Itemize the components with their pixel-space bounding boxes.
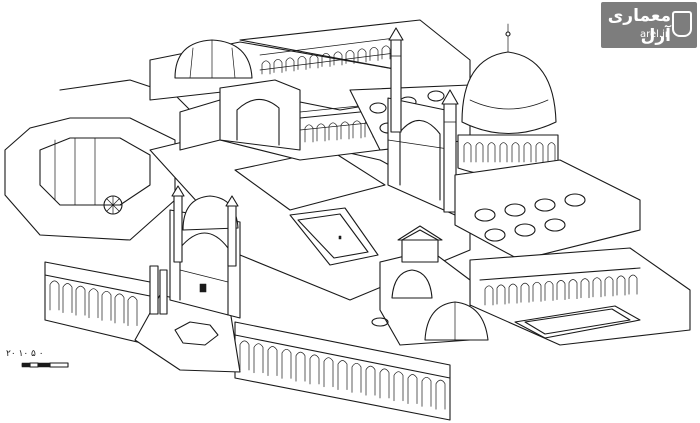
arcade-arch	[101, 290, 112, 321]
arcade-arch	[273, 58, 283, 73]
arcade-arch	[333, 51, 343, 66]
arcade-arch	[340, 121, 350, 140]
arcade-arch	[323, 357, 334, 388]
arcade-arch	[357, 48, 367, 63]
arcade-arch	[337, 360, 348, 390]
arcade-arch	[496, 284, 506, 305]
drum-window	[463, 142, 472, 163]
roof-oculus	[369, 102, 387, 114]
south-arcade-left	[44, 261, 151, 346]
arcade-arch	[309, 354, 320, 385]
west-wing	[4, 79, 201, 241]
roof-oculus	[534, 198, 556, 212]
arcade-arch	[520, 282, 530, 303]
arcade-arch	[62, 283, 73, 313]
roof-oculus	[514, 223, 536, 237]
logo-mark-icon	[672, 11, 692, 37]
arcade-arch	[309, 54, 319, 69]
arcade-arch	[239, 340, 250, 371]
watermark-url: arel.ir	[639, 29, 669, 40]
arcade-arch	[568, 279, 578, 300]
drum-window	[523, 142, 532, 163]
arcade-arch	[352, 120, 362, 139]
arcade-arch	[544, 280, 554, 301]
drum-window	[547, 142, 556, 163]
arcade-arch	[407, 374, 418, 404]
arcade-arch	[75, 285, 86, 316]
scale-bar	[21, 362, 69, 368]
southeast-domes	[371, 225, 489, 346]
arcade-arch	[628, 274, 638, 295]
arcade-arch	[281, 348, 292, 379]
arcade-arch	[365, 365, 376, 396]
drum-window	[499, 142, 508, 163]
roof-oculus	[544, 218, 566, 232]
roof-oculus	[504, 203, 526, 217]
arcade-arch	[328, 122, 338, 141]
drum-window	[535, 142, 544, 163]
arcade-arch	[351, 362, 362, 393]
arcade-arch	[261, 60, 271, 75]
arcade-arch	[295, 351, 306, 382]
drum-window	[511, 142, 520, 163]
arcade-arch	[267, 346, 278, 376]
northwest-dome	[174, 39, 253, 79]
drum-window	[487, 142, 496, 163]
arcade-arch	[393, 371, 404, 402]
arcade-arch	[88, 288, 99, 319]
arcade-arch	[484, 285, 494, 306]
arcade-arch	[379, 368, 390, 399]
sanctuary-minarets	[388, 27, 459, 213]
arcade-arch	[592, 277, 602, 298]
arcade-arch	[345, 49, 355, 64]
arcade-arch	[297, 55, 307, 70]
arcade-arch	[580, 278, 590, 299]
arcade-arch	[369, 46, 379, 61]
arcade-arch	[316, 123, 326, 142]
arcade-arch	[253, 343, 264, 374]
watermark-logo: معماری آرل arel.ir	[601, 2, 697, 48]
arcade-arch	[532, 281, 542, 302]
east-roof-platform	[454, 159, 641, 261]
watermark-name: معماری آرل	[607, 6, 671, 46]
east-courtyard	[469, 247, 691, 346]
main-dome	[457, 23, 559, 177]
arcade-arch	[127, 296, 138, 326]
arcade-arch	[604, 276, 614, 297]
arcade-arch	[616, 275, 626, 296]
arcade-arch	[381, 45, 391, 60]
roof-oculus	[564, 193, 586, 207]
arcade-arch	[285, 57, 295, 72]
scale-label: ۲۰ ۱۰ ۵ ۰	[6, 349, 44, 359]
arcade-arch	[435, 379, 446, 410]
arcade-arch	[304, 124, 314, 143]
arcade-arch	[321, 52, 331, 67]
arcade-arch	[421, 376, 432, 407]
arcade-arch	[508, 283, 518, 304]
roof-oculus	[474, 208, 496, 222]
roof-oculus	[484, 228, 506, 242]
west-iwan	[149, 185, 241, 319]
arcade-arch	[556, 280, 566, 300]
arcade-arch	[114, 293, 125, 324]
roof-oculus	[427, 90, 445, 102]
arcade-arch	[49, 280, 60, 311]
drum-window	[475, 142, 484, 163]
